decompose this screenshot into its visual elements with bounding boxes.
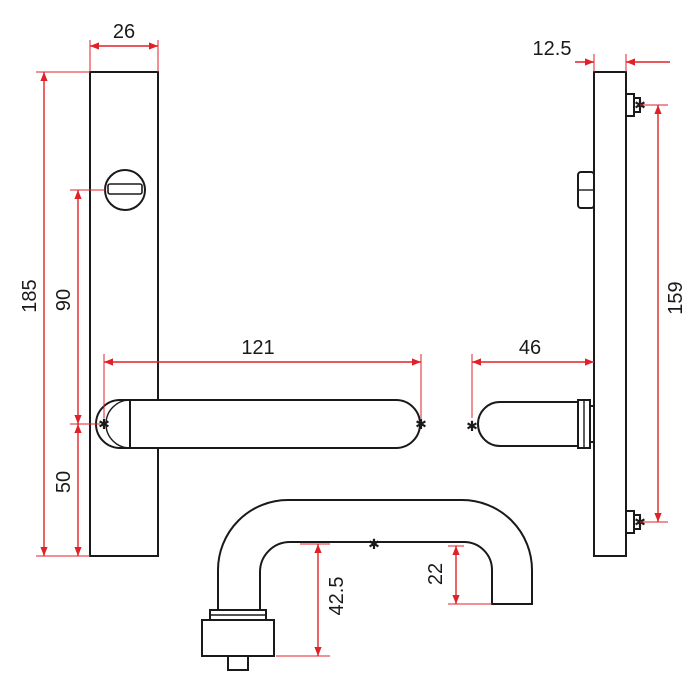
thumbturn-icon xyxy=(104,169,146,211)
lever-front xyxy=(95,399,421,449)
label-plate-thickness: 12.5 xyxy=(533,38,572,60)
backplate-front xyxy=(89,71,159,557)
dimension-lines xyxy=(36,40,670,657)
fixing-stud-top xyxy=(625,93,641,117)
label-fixing-centres: 159 xyxy=(665,281,687,314)
label-spindle-to-bottom: 50 xyxy=(53,471,75,493)
label-plate-width: 26 xyxy=(113,21,135,43)
lever-tip-marker-icon: ✱ xyxy=(466,418,478,434)
rose-base xyxy=(201,619,275,657)
label-rose-height: 42.5 xyxy=(326,577,348,616)
label-return-depth: 22 xyxy=(425,563,447,585)
label-spindle-to-keyhole: 90 xyxy=(53,289,75,311)
front-view: ✱ ✱ xyxy=(89,71,427,557)
label-plate-height: 185 xyxy=(19,279,41,312)
side-view: ✱ ✱ ✱ xyxy=(466,71,646,557)
label-lever-length: 121 xyxy=(241,337,274,359)
lever-side xyxy=(477,399,595,449)
plan-view: ✱ xyxy=(201,499,533,671)
dimension-labels: 26 185 90 50 121 46 12.5 159 22 42.5 xyxy=(19,21,687,615)
thumbturn-side xyxy=(577,171,595,209)
backplate-side xyxy=(593,71,627,557)
label-lever-projection: 46 xyxy=(519,337,541,359)
spindle-stub xyxy=(227,655,249,671)
spindle-marker-icon: ✱ xyxy=(98,416,110,432)
centre-marker-icon: ✱ xyxy=(368,536,380,552)
lever-end-marker-icon: ✱ xyxy=(415,416,427,432)
